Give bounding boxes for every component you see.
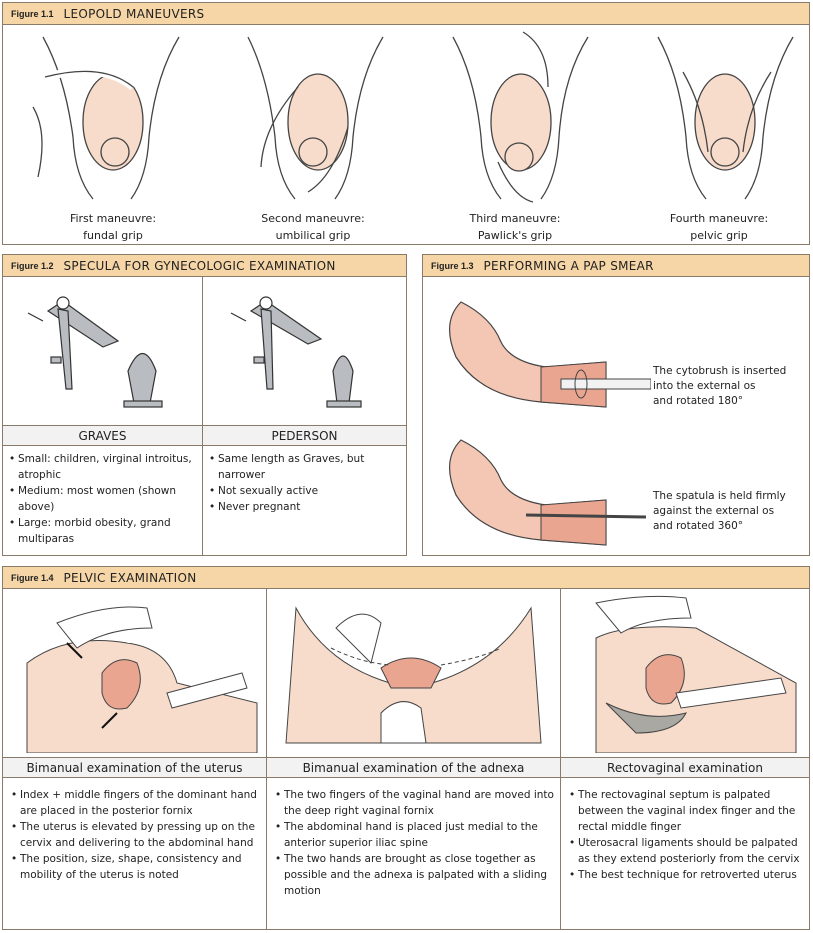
- bimanual-adnexa-illustration: [285, 606, 542, 744]
- caption-third-maneuver: Third maneuvre:Pawlick's grip: [469, 212, 561, 242]
- pederson-speculum-icon: [230, 296, 362, 408]
- figure-title: LEOPOLD MANEUVERS: [63, 6, 205, 21]
- figure-1-1-panel: Figure 1.1 LEOPOLD MANEUVERS: [2, 2, 810, 245]
- list-item: The two fingers of the vaginal hand are …: [275, 787, 555, 819]
- figure-1-3-header: Figure 1.3 PERFORMING A PAP SMEAR: [423, 255, 809, 277]
- uterus-exam-heading: Bimanual examination of the uterus: [3, 757, 266, 778]
- figure-1-4-panel: Figure 1.4 PELVIC EXAMINATION Bimanual e…: [2, 566, 810, 930]
- torso-2: [247, 36, 384, 200]
- figure-number: Figure 1.1: [11, 8, 54, 19]
- caption-fourth-maneuver: Fourth maneuvre:pelvic grip: [669, 212, 769, 242]
- figure-1-2-header: Figure 1.2 SPECULA FOR GYNECOLOGIC EXAMI…: [3, 255, 406, 277]
- figure-1-4-header: Figure 1.4 PELVIC EXAMINATION: [3, 567, 809, 589]
- caption-first-maneuver: First maneuvre:fundal grip: [69, 212, 157, 242]
- list-item: Never pregnant: [209, 499, 399, 515]
- figure-1-2-panel: Figure 1.2 SPECULA FOR GYNECOLOGIC EXAMI…: [2, 254, 407, 556]
- pederson-bullet-list: Same length as Graves, but narrower Not …: [209, 451, 399, 515]
- list-item: The position, size, shape, consistency a…: [11, 851, 261, 883]
- list-item: The uterus is elevated by pressing up on…: [11, 819, 261, 851]
- rectovaginal-exam-bullets: The rectovaginal septum is palpated betw…: [569, 787, 805, 883]
- leopold-illustrations: [32, 31, 794, 203]
- caption-second-maneuver: Second maneuvre:umbilical grip: [261, 212, 365, 242]
- list-item: The two hands are brought as close toget…: [275, 851, 555, 899]
- column-divider: [266, 589, 267, 929]
- figure-title: PERFORMING A PAP SMEAR: [483, 258, 654, 273]
- figure-title: PELVIC EXAMINATION: [63, 570, 197, 585]
- list-item: Not sexually active: [209, 483, 399, 499]
- torso-1: [32, 36, 180, 200]
- list-item: The best technique for retroverted uteru…: [569, 867, 805, 883]
- spatula-illustration: [449, 439, 647, 546]
- uterus-exam-bullets: Index + middle fingers of the dominant h…: [11, 787, 261, 883]
- rectovaginal-exam-heading: Rectovaginal examination: [561, 757, 809, 778]
- graves-label: GRAVES: [3, 425, 202, 446]
- adnexa-exam-bullets: The two fingers of the vaginal hand are …: [275, 787, 555, 899]
- list-item: Small: children, virginal introitus, atr…: [9, 451, 199, 483]
- cytobrush-illustration: [449, 301, 651, 408]
- column-divider: [202, 277, 203, 555]
- column-divider: [560, 589, 561, 929]
- torso-4: [657, 36, 794, 200]
- figure-number: Figure 1.3: [431, 260, 474, 271]
- list-item: The rectovaginal septum is palpated betw…: [569, 787, 805, 835]
- list-item: Large: morbid obesity, grand multiparas: [9, 515, 199, 547]
- graves-bullet-list: Small: children, virginal introitus, atr…: [9, 451, 199, 547]
- list-item: Medium: most women (shown above): [9, 483, 199, 515]
- pederson-label: PEDERSON: [203, 425, 406, 446]
- rectovaginal-illustration: [595, 595, 797, 753]
- list-item: The abdominal hand is placed just medial…: [275, 819, 555, 851]
- list-item: Index + middle fingers of the dominant h…: [11, 787, 261, 819]
- figure-1-3-panel: Figure 1.3 PERFORMING A PAP SMEAR The cy…: [422, 254, 810, 556]
- torso-3: [452, 31, 589, 203]
- bimanual-uterus-illustration: [26, 606, 258, 753]
- figure-number: Figure 1.2: [11, 260, 54, 271]
- figure-number: Figure 1.4: [11, 572, 54, 583]
- adnexa-exam-heading: Bimanual examination of the adnexa: [267, 757, 560, 778]
- figure-1-1-header: Figure 1.1 LEOPOLD MANEUVERS: [3, 3, 809, 25]
- figure-title: SPECULA FOR GYNECOLOGIC EXAMINATION: [63, 258, 336, 273]
- list-item: Uterosacral ligaments should be palpated…: [569, 835, 805, 867]
- graves-speculum-icon: [27, 296, 163, 408]
- list-item: Same length as Graves, but narrower: [209, 451, 399, 483]
